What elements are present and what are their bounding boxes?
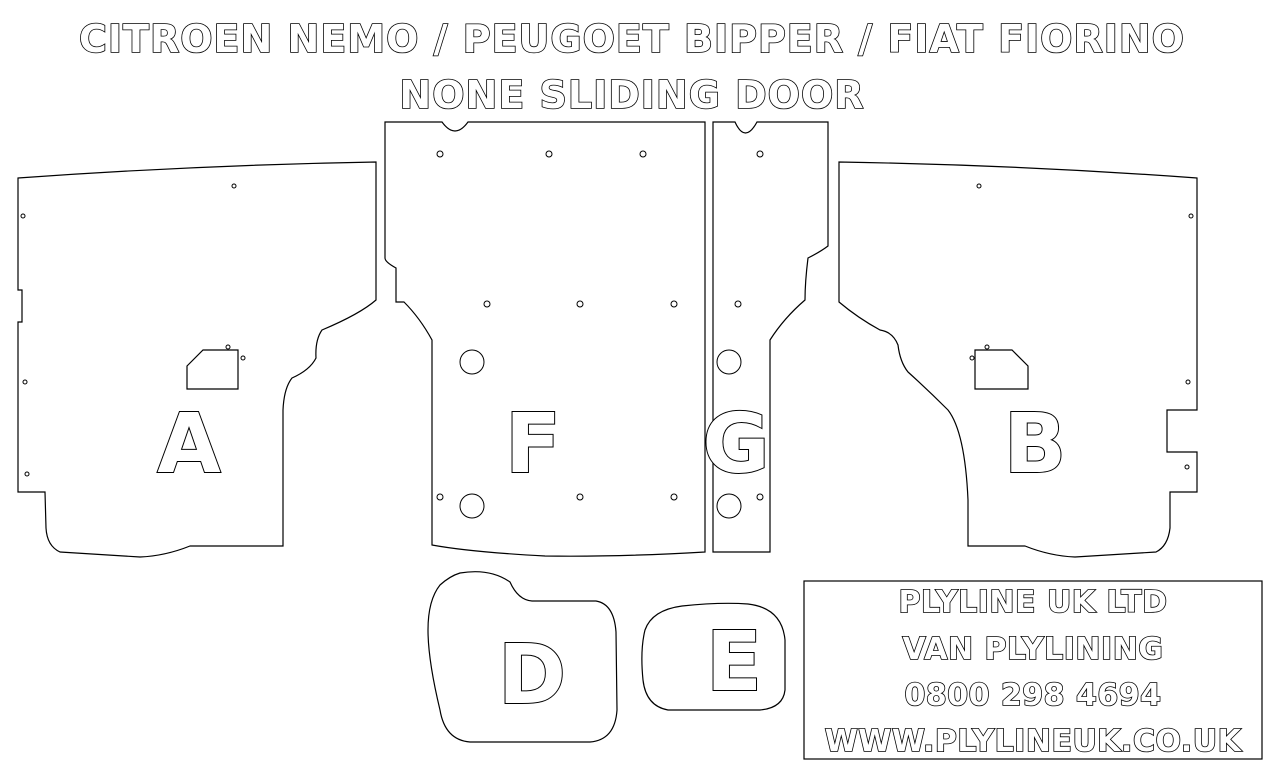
panel-a-fixing-hole	[240, 355, 246, 361]
company-website: WWW.PLYLINEUK.CO.UK	[825, 724, 1243, 759]
panel-a-fixing-hole	[231, 183, 237, 189]
panel-e-outline	[641, 602, 786, 711]
panel-e: E	[641, 602, 786, 711]
panel-e-label: E	[706, 615, 762, 710]
panel-g-wheel-arch-hole	[716, 493, 742, 519]
panel-b: B	[838, 161, 1198, 558]
panel-f-fixing-hole	[436, 150, 444, 158]
panel-f-label: F	[505, 397, 561, 492]
panel-d-outline	[427, 571, 618, 743]
panel-d: D	[427, 571, 618, 743]
panel-g: G	[701, 121, 829, 553]
panel-f-wheel-arch-hole	[459, 493, 485, 519]
company-phone: 0800 298 4694	[904, 678, 1161, 713]
panel-f-wheel-arch-hole	[459, 349, 485, 375]
panel-a-fixing-hole	[225, 344, 231, 350]
panel-b-fixing-hole	[969, 355, 975, 361]
panel-a-cutout	[186, 349, 239, 390]
panel-g-fixing-hole	[756, 493, 764, 501]
panel-b-fixing-hole	[1185, 379, 1191, 385]
panel-b-fixing-hole	[1188, 213, 1194, 219]
panel-a-fixing-hole	[22, 379, 28, 385]
panel-f-fixing-hole	[545, 150, 553, 158]
panel-a-label: A	[157, 397, 221, 492]
panel-b-fixing-hole	[984, 344, 990, 350]
panel-f-fixing-hole	[670, 493, 678, 501]
panel-g-fixing-hole	[734, 300, 742, 308]
panel-f-fixing-hole	[670, 300, 678, 308]
company-service: VAN PLYLINING	[903, 632, 1164, 667]
panel-g-wheel-arch-hole	[716, 349, 742, 375]
panel-f-outline	[384, 121, 706, 557]
company-info-box: PLYLINE UK LTD VAN PLYLINING 0800 298 46…	[803, 580, 1263, 760]
diagram-title-line-2: NONE SLIDING DOOR	[399, 73, 864, 117]
panel-g-fixing-hole	[756, 150, 764, 158]
panel-f-fixing-hole	[639, 150, 647, 158]
company-name: PLYLINE UK LTD	[898, 585, 1167, 620]
panel-a: A	[17, 161, 377, 558]
panel-b-cutout	[974, 349, 1029, 390]
company-info-border	[803, 580, 1263, 760]
panel-g-label: G	[702, 397, 769, 492]
panel-a-fixing-hole	[20, 213, 26, 219]
panel-a-fixing-hole	[24, 471, 30, 477]
panel-b-fixing-hole	[976, 183, 982, 189]
panel-b-label: B	[1004, 397, 1067, 492]
panel-f-fixing-hole	[576, 300, 584, 308]
panel-d-label: D	[498, 628, 566, 723]
panel-f-fixing-hole	[436, 493, 444, 501]
panel-f: F	[384, 121, 706, 557]
panel-g-outline	[712, 121, 829, 553]
panel-f-fixing-hole	[576, 493, 584, 501]
diagram-title-line-1: CITROEN NEMO / PEUGOET BIPPER / FIAT FIO…	[79, 17, 1185, 61]
panel-f-fixing-hole	[483, 300, 491, 308]
panel-b-fixing-hole	[1184, 464, 1190, 470]
